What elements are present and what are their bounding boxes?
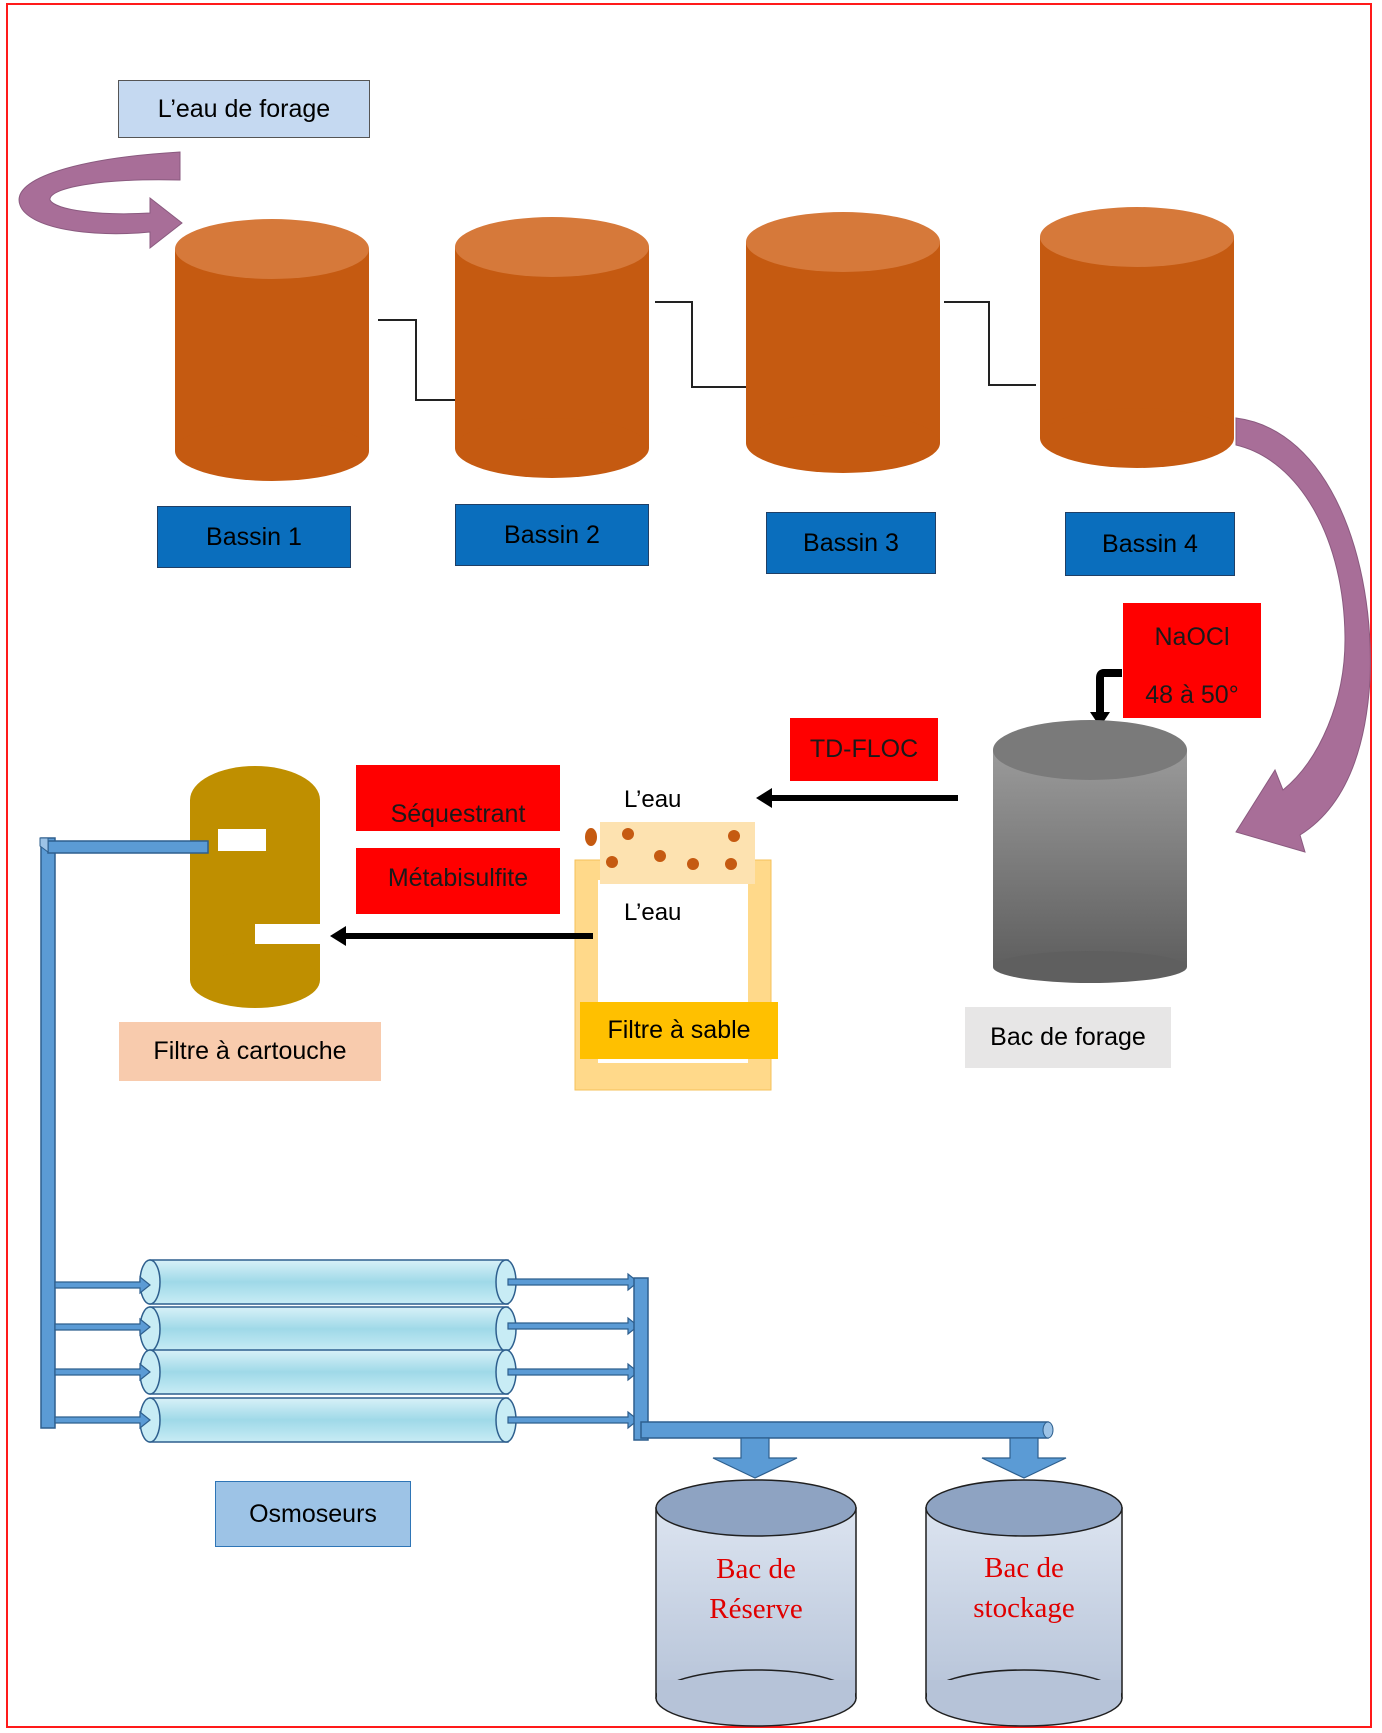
bac-forage-label: Bac de forage (965, 1007, 1171, 1068)
bassin-1-tank (175, 219, 369, 481)
bac-to-sand-arrowhead (756, 788, 772, 808)
membrane-tube (139, 1259, 517, 1305)
sequestrant-label: Séquestrant (356, 765, 560, 831)
connector-2-3 (655, 301, 746, 388)
bassin-1-label: Bassin 1 (157, 506, 351, 568)
water-label-top: L’eau (624, 786, 682, 813)
connector-3-4 (944, 301, 1036, 386)
naocl-label: NaOCl (1154, 623, 1230, 651)
naocl-arrowhead (1090, 712, 1110, 727)
bac-reserve-line2: Réserve (709, 1593, 803, 1625)
bassin-2-tank (455, 217, 649, 478)
cartouche-filter-label: Filtre à cartouche (119, 1022, 381, 1081)
naocl-box: NaOCl 48 à 50° (1123, 603, 1261, 718)
bac-reserve-tank (655, 1479, 857, 1727)
feed-pipe (39, 837, 209, 1429)
sand-filter-label: Filtre à sable (580, 1002, 778, 1059)
bac-stockage-label: Bac de stockage (944, 1548, 1104, 1628)
naocl-arrow (1096, 669, 1122, 713)
naocl-temperature: 48 à 50° (1145, 681, 1239, 709)
bac-stockage-line1: Bac de (984, 1552, 1064, 1584)
bassin-4-label: Bassin 4 (1065, 512, 1235, 576)
membrane-tube (139, 1397, 517, 1443)
membrane-tube (139, 1306, 517, 1352)
tdfloc-label: TD-FLOC (790, 718, 938, 781)
diagram-frame (6, 3, 1372, 1728)
bac-reserve-line1: Bac de (716, 1553, 796, 1585)
bac-reserve-label: Bac de Réserve (676, 1549, 836, 1629)
osmoseurs-label: Osmoseurs (215, 1481, 411, 1547)
product-pipe (633, 1277, 1054, 1441)
bassin-3-label: Bassin 3 (766, 512, 936, 574)
bac-stockage-line2: stockage (973, 1592, 1075, 1624)
bassin-4-tank (1040, 207, 1234, 468)
bac-stockage-tank (925, 1479, 1123, 1727)
source-label: L’eau de forage (118, 80, 370, 138)
reserve-inflow-arrow (712, 1437, 798, 1479)
metabisulfite-label: Métabisulfite (356, 848, 560, 914)
stockage-inflow-arrow (981, 1437, 1067, 1479)
membrane-tube (139, 1349, 517, 1395)
bassin-to-bac-arrow (1235, 417, 1371, 853)
water-label-bottom: L’eau (624, 899, 682, 926)
membrane-inlet-arrows (54, 1275, 151, 1430)
bassin-2-label: Bassin 2 (455, 504, 649, 566)
inlet-arrow (18, 151, 183, 250)
membrane-outlet-arrows (507, 1272, 639, 1430)
sand-to-cartouche-arrowhead (330, 926, 346, 946)
connector-1-2 (378, 319, 455, 401)
bac-forage-tank (993, 720, 1187, 983)
cartouche-filter (190, 766, 321, 1008)
bassin-3-tank (746, 212, 940, 473)
membrane-bank (139, 1259, 517, 1443)
